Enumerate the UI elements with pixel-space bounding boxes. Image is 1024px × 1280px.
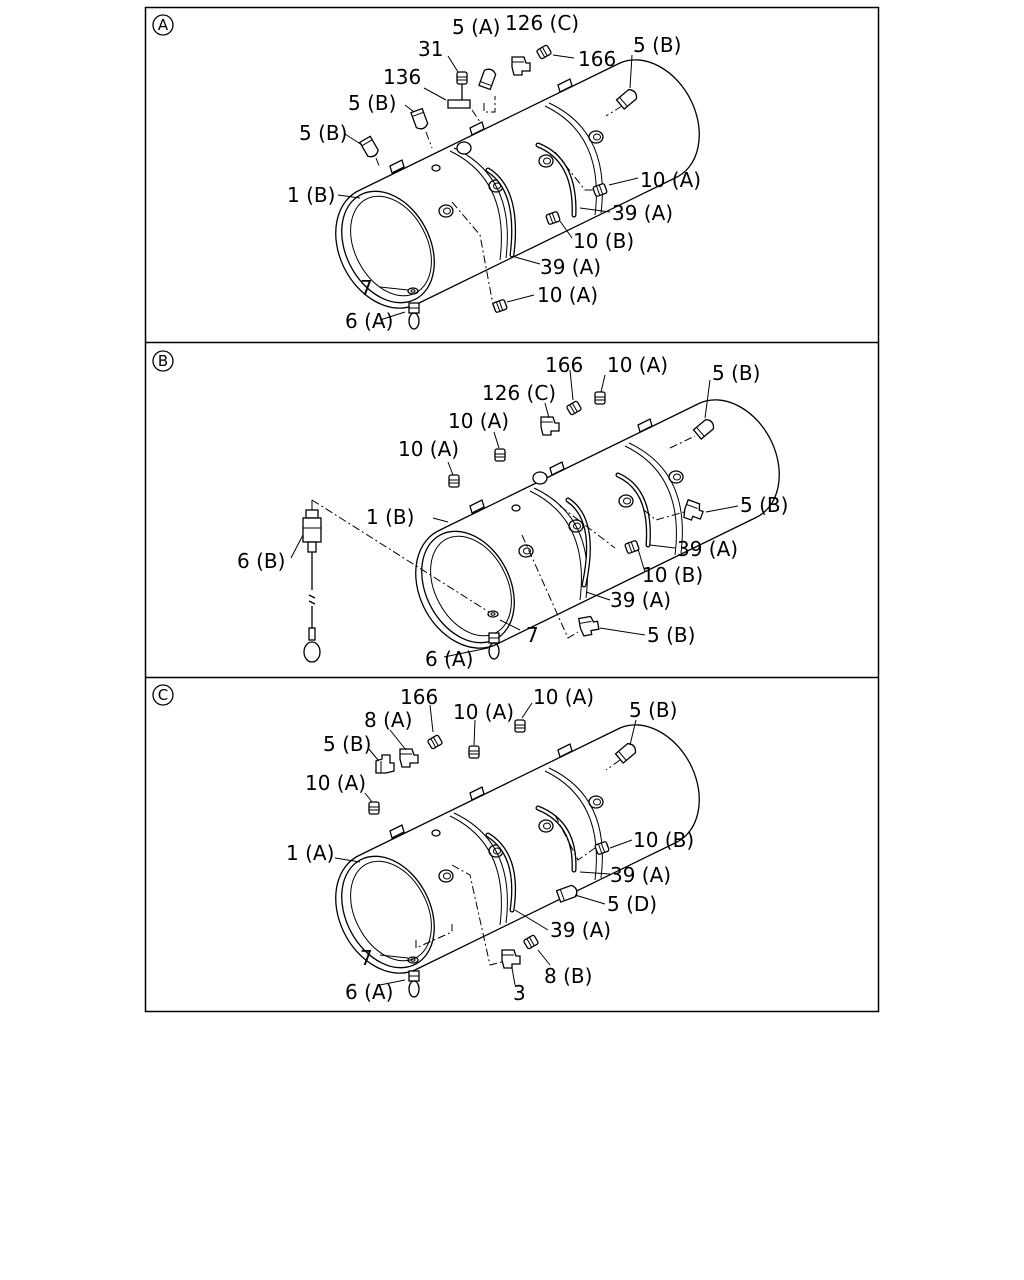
panel-c: C 166 1 xyxy=(152,684,700,1005)
label-1b: 1 (B) xyxy=(366,505,414,529)
label-5b: 5 (B) xyxy=(633,33,681,57)
label-5a: 5 (A) xyxy=(452,15,500,39)
label-126c: 126 (C) xyxy=(505,11,579,35)
panel-id-b: B xyxy=(158,352,168,370)
label-1b: 1 (B) xyxy=(287,183,335,207)
panel-marker-c xyxy=(152,684,174,706)
connector-126c xyxy=(540,416,560,436)
label-5b: 5 (B) xyxy=(647,623,695,647)
label-10b: 10 (B) xyxy=(573,229,634,253)
label-5b: 5 (B) xyxy=(348,91,396,115)
fitting-10a xyxy=(492,298,508,314)
label-5b: 5 (B) xyxy=(299,121,347,145)
connector-3 xyxy=(501,949,521,969)
label-10b: 10 (B) xyxy=(633,828,694,852)
plug-5a xyxy=(478,66,498,91)
label-5b: 5 (B) xyxy=(629,698,677,722)
connector-126c xyxy=(511,56,531,76)
elbow-5b xyxy=(578,614,601,637)
label-7: 7 xyxy=(526,623,539,647)
label-5b: 5 (B) xyxy=(323,732,371,756)
diagram-frame xyxy=(144,6,880,1013)
label-39a: 39 (A) xyxy=(612,201,673,225)
label-6b: 6 (B) xyxy=(237,549,285,573)
label-10a: 10 (A) xyxy=(537,283,598,307)
fitting-166 xyxy=(426,734,444,750)
label-6a: 6 (A) xyxy=(345,309,393,333)
panel-id-c: C xyxy=(158,686,168,704)
bolt-31 xyxy=(456,71,468,85)
label-8a: 8 (A) xyxy=(364,708,412,732)
label-39a: 39 (A) xyxy=(550,918,611,942)
label-10a: 10 (A) xyxy=(640,168,701,192)
label-5b: 5 (B) xyxy=(712,361,760,385)
label-7: 7 xyxy=(360,276,373,300)
label-7: 7 xyxy=(360,946,373,970)
label-6a: 6 (A) xyxy=(425,647,473,671)
fitting-10a xyxy=(448,474,460,488)
drain-cock-6a xyxy=(408,302,420,330)
label-39a: 39 (A) xyxy=(610,863,671,887)
label-10a: 10 (A) xyxy=(305,771,366,795)
label-166: 166 xyxy=(400,685,438,709)
elbow-5b xyxy=(375,754,395,774)
label-39a: 39 (A) xyxy=(677,537,738,561)
panel-marker-b xyxy=(152,350,174,372)
label-10a: 10 (A) xyxy=(607,353,668,377)
fitting-10a xyxy=(514,719,526,733)
fitting-166 xyxy=(565,400,583,416)
fitting-8b xyxy=(522,934,540,950)
label-3: 3 xyxy=(513,981,526,1005)
plug-5b xyxy=(359,135,381,160)
label-1a: 1 (A) xyxy=(286,841,334,865)
fitting-10a xyxy=(368,801,380,815)
label-5b: 5 (B) xyxy=(740,493,788,517)
bracket-136 xyxy=(447,99,471,109)
label-8b: 8 (B) xyxy=(544,964,592,988)
fitting-10a xyxy=(468,745,480,759)
label-10a: 10 (A) xyxy=(448,409,509,433)
label-10a: 10 (A) xyxy=(453,700,514,724)
label-39a: 39 (A) xyxy=(540,255,601,279)
label-10b: 10 (B) xyxy=(642,563,703,587)
label-126c: 126 (C) xyxy=(482,381,556,405)
label-31: 31 xyxy=(418,37,443,61)
panel-marker-a xyxy=(152,14,174,36)
label-166: 166 xyxy=(578,47,616,71)
label-6a: 6 (A) xyxy=(345,980,393,1004)
fitting-10a xyxy=(494,448,506,462)
tee-8a xyxy=(399,748,419,768)
drain-cock-6a xyxy=(408,970,420,998)
fitting-10a xyxy=(594,391,606,405)
panel-id-a: A xyxy=(158,16,169,34)
label-5d: 5 (D) xyxy=(607,892,657,916)
label-10a: 10 (A) xyxy=(533,685,594,709)
label-136: 136 xyxy=(383,65,421,89)
label-166: 166 xyxy=(545,353,583,377)
panel-a: A xyxy=(152,11,701,333)
fitting-166 xyxy=(535,44,553,60)
label-10a: 10 (A) xyxy=(398,437,459,461)
remote-drain-6b xyxy=(302,509,322,663)
panel-b: B xyxy=(152,350,788,671)
label-39a: 39 (A) xyxy=(610,588,671,612)
